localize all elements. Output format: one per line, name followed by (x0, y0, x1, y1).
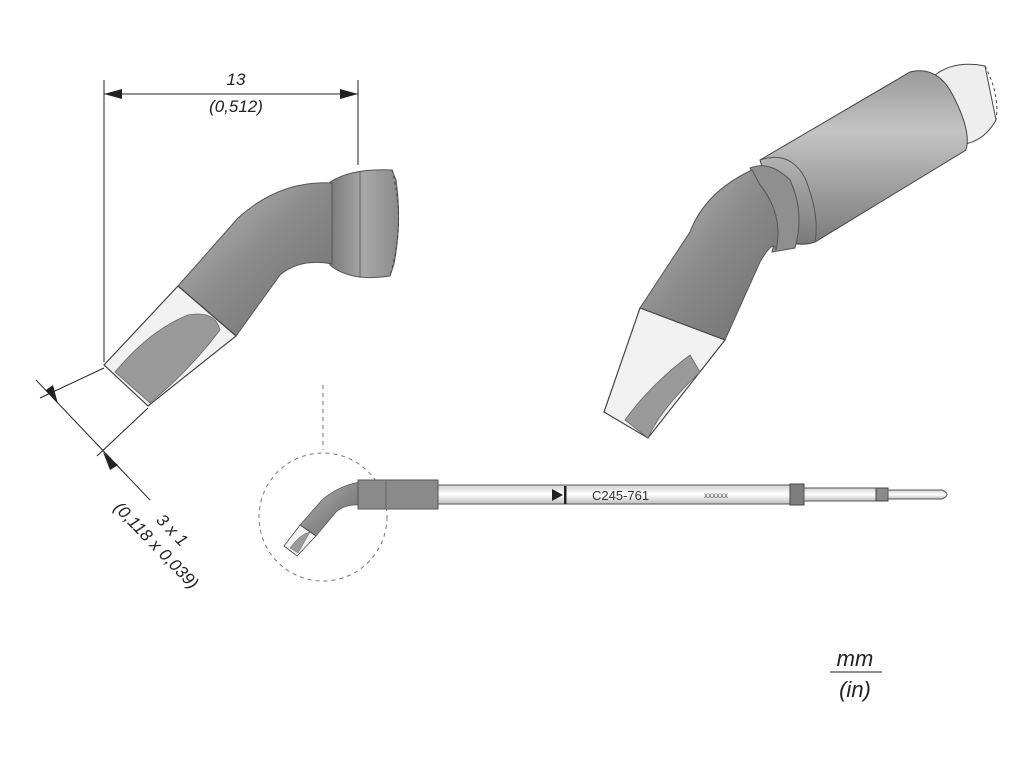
part-number-label: C245-761 (592, 488, 649, 503)
length-in-label: (0,512) (209, 97, 263, 116)
tip-in-label: (0,118 x 0,039) (110, 498, 202, 593)
tip-side-view (103, 169, 400, 407)
serial-label: xxxxxx (704, 491, 728, 500)
tip-bent-body (177, 182, 333, 337)
perspective-chisel-face (624, 354, 701, 439)
unit-primary: mm (837, 646, 874, 671)
unit-secondary: (in) (839, 677, 871, 702)
tip-width-dimension: 3 x 1 (0,118 x 0,039) (35, 367, 202, 593)
polarity-icon (552, 489, 563, 501)
tip-perspective-view (603, 63, 998, 439)
tip-chisel-face (114, 313, 221, 404)
units-legend: mm (in) (830, 646, 882, 702)
perspective-neck (639, 169, 779, 341)
length-dimension: 13 (0,512) (103, 70, 359, 362)
tip-collar (329, 169, 400, 279)
detail-circle (258, 452, 388, 582)
length-mm-label: 13 (227, 70, 246, 89)
cartridge-overview: C245-761 xxxxxx (258, 385, 948, 582)
